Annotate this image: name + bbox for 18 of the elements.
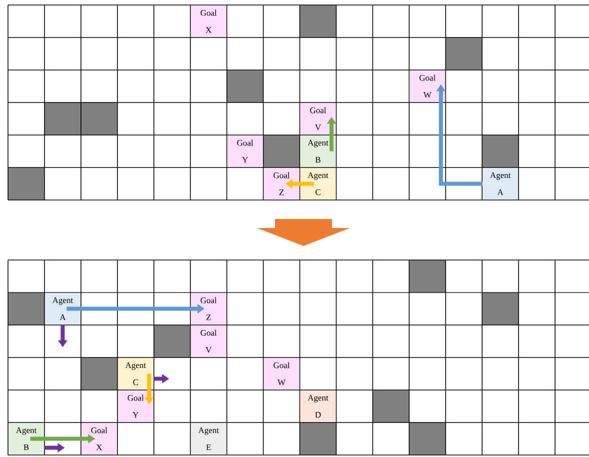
goal-cell: Goal W bbox=[264, 358, 300, 390]
agent-cell: Agent D bbox=[300, 390, 336, 422]
goal-cell: Goal Z bbox=[264, 168, 300, 200]
agent-cell: Agent A bbox=[45, 293, 80, 324]
agent-cell: Agent B bbox=[300, 136, 336, 167]
agent-cell: Agent C bbox=[118, 358, 154, 390]
goal-cell: Goal X bbox=[190, 6, 226, 37]
agent-cell: Agent A bbox=[482, 168, 518, 200]
goal-cell: Goal X bbox=[82, 423, 117, 454]
goal-cell: Goal V bbox=[300, 103, 336, 134]
goal-cell: Goal V bbox=[190, 326, 226, 357]
agent-cell: Agent B bbox=[8, 423, 44, 454]
goal-cell: Goal Z bbox=[190, 293, 226, 324]
agent-cell: Agent E bbox=[190, 423, 226, 454]
goal-cell: Goal W bbox=[410, 70, 446, 102]
goal-cell: Goal Y bbox=[227, 136, 263, 167]
agent-cell: Agent C bbox=[300, 168, 336, 200]
goal-cell: Goal Y bbox=[118, 390, 154, 422]
